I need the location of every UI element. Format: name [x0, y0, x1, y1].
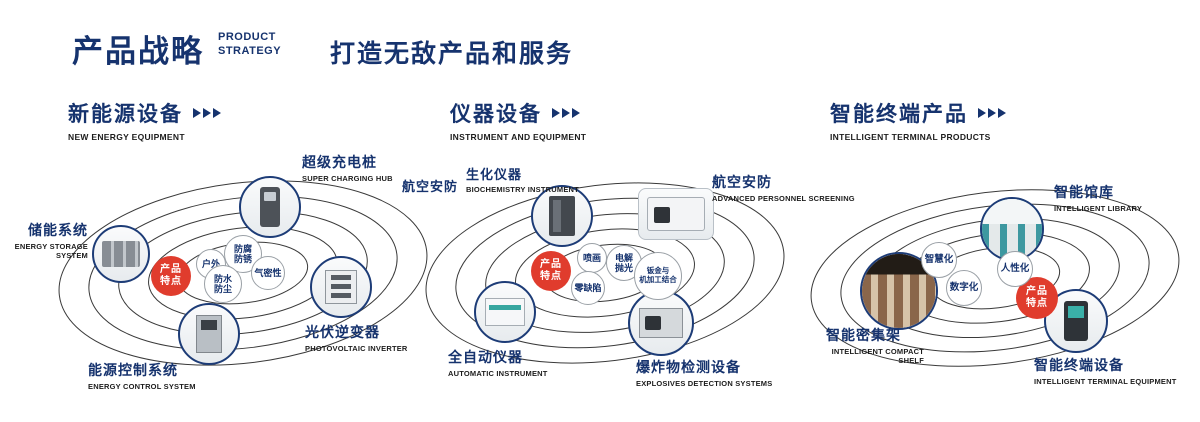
product-name: 储能系统	[28, 222, 88, 238]
subtitle-line-1: PRODUCT	[218, 31, 276, 43]
product-name-en: ADVANCED PERSONNEL SCREENING	[712, 194, 855, 203]
photo-biochemistry-instrument	[531, 185, 593, 247]
product-name: 全自动仪器	[448, 349, 523, 365]
terminal-kiosk-graphic	[1064, 301, 1088, 341]
storage-cabinet-graphic	[102, 241, 140, 267]
product-name-en: INTELLIGENT COMPACT SHELF	[831, 347, 924, 365]
explosives-detector-graphic	[639, 308, 683, 338]
photo-energy-storage-system	[92, 225, 150, 283]
product-name-en: ENERGY CONTROL SYSTEM	[88, 382, 196, 391]
label-intelligent-compact-shelf: 智能密集架 INTELLIGENT COMPACT SHELF	[826, 325, 924, 365]
page-title: 产品战略	[72, 34, 204, 69]
label-aviation-security-side: 航空安防	[402, 176, 458, 195]
photo-personnel-screening	[638, 188, 714, 240]
section-title-en: INSTRUMENT AND EQUIPMENT	[450, 132, 587, 142]
badge-product-features: 产品 特点	[531, 251, 571, 291]
charging-pile-graphic	[260, 187, 280, 227]
product-name-en: AUTOMATIC INSTRUMENT	[448, 369, 548, 378]
product-name-en: PHOTOVOLTAIC INVERTER	[305, 344, 408, 353]
product-name-en: ENERGY STORAGE SYSTEM	[14, 242, 88, 260]
photo-intelligent-compact-shelf	[860, 252, 938, 330]
label-photovoltaic-inverter: 光伏逆变器 PHOTOVOLTAIC INVERTER	[305, 322, 408, 353]
product-name: 航空安防	[712, 174, 772, 190]
automatic-instrument-graphic	[485, 298, 525, 326]
product-name: 超级充电桩	[302, 154, 377, 170]
product-name: 智能终端设备	[1034, 357, 1124, 373]
label-explosives-detection: 爆炸物检测设备 EXPLOSIVES DETECTION SYSTEMS	[636, 357, 772, 388]
orbit-rings-instrument	[425, 182, 785, 364]
product-name-en: EXPLOSIVES DETECTION SYSTEMS	[636, 379, 773, 388]
label-energy-storage-system: 储能系统 ENERGY STORAGE SYSTEM	[6, 220, 88, 260]
feature-bubble: 人性化	[997, 251, 1033, 287]
triple-chevron-icon	[552, 108, 580, 118]
feature-bubble: 零缺陷	[571, 271, 605, 305]
photo-automatic-instrument	[474, 281, 536, 343]
product-name: 爆炸物检测设备	[636, 359, 741, 375]
label-energy-control-system: 能源控制系统 ENERGY CONTROL SYSTEM	[88, 360, 196, 391]
control-cabinet-graphic	[196, 315, 222, 353]
section-heading-instrument: 仪器设备 INSTRUMENT AND EQUIPMENT	[450, 98, 586, 142]
photo-energy-control-system	[178, 303, 240, 365]
section-heading-intelligent: 智能终端产品 INTELLIGENT TERMINAL PRODUCTS	[830, 98, 1006, 142]
biochem-cabinet-graphic	[549, 196, 575, 236]
section-heading-new-energy: 新能源设备 NEW ENERGY EQUIPMENT	[68, 98, 221, 142]
product-name-en: BIOCHEMISTRY INSTRUMENT	[466, 185, 579, 194]
product-name: 生化仪器	[466, 167, 523, 182]
page-tagline: 打造无敌产品和服务	[330, 40, 574, 68]
product-name: 智能馆库	[1054, 184, 1114, 200]
screening-machine-graphic	[647, 197, 705, 231]
inverter-graphic	[325, 270, 357, 304]
product-name-en: INTELLIGENT LIBRARY	[1054, 204, 1143, 213]
product-name: 能源控制系统	[88, 362, 178, 378]
label-intelligent-library: 智能馆库 INTELLIGENT LIBRARY	[1054, 182, 1142, 213]
feature-bubble: 智慧化	[921, 242, 957, 278]
subtitle-line-2: STRATEGY	[218, 44, 282, 57]
page-header: 产品战略 PRODUCT STRATEGY	[72, 26, 281, 71]
photo-intelligent-library	[980, 197, 1044, 261]
library-room-graphic	[982, 199, 1042, 259]
label-aviation-security: 航空安防 ADVANCED PERSONNEL SCREENING	[712, 172, 855, 203]
feature-bubble: 钣金与 机加工结合	[634, 252, 682, 300]
photo-super-charging-hub	[239, 176, 301, 238]
feature-bubble: 喷画	[577, 243, 607, 273]
feature-bubble: 数字化	[946, 270, 982, 306]
label-super-charging-hub: 超级充电桩 SUPER CHARGING HUB	[302, 152, 393, 183]
product-name: 光伏逆变器	[305, 324, 380, 340]
triple-chevron-icon	[978, 108, 1006, 118]
product-name-en: INTELLIGENT TERMINAL EQUIPMENT	[1034, 377, 1177, 386]
section-title-en: INTELLIGENT TERMINAL PRODUCTS	[830, 132, 991, 142]
photo-photovoltaic-inverter	[310, 256, 372, 318]
section-title: 仪器设备	[450, 103, 542, 126]
feature-bubble: 防水 防尘	[204, 265, 242, 303]
section-title: 智能终端产品	[830, 103, 968, 126]
badge-product-features: 产品 特点	[151, 256, 191, 296]
label-biochemistry-instrument: 生化仪器 BIOCHEMISTRY INSTRUMENT	[466, 164, 579, 194]
section-title: 新能源设备	[68, 103, 183, 126]
feature-bubble: 气密性	[251, 256, 285, 290]
triple-chevron-icon	[193, 108, 221, 118]
product-name-en: SUPER CHARGING HUB	[302, 174, 393, 183]
section-title-en: NEW ENERGY EQUIPMENT	[68, 132, 185, 142]
photo-explosives-detection	[628, 290, 694, 356]
side-label: 航空安防	[402, 179, 459, 194]
label-intelligent-terminal-equipment: 智能终端设备 INTELLIGENT TERMINAL EQUIPMENT	[1034, 355, 1177, 386]
page-subtitle: PRODUCT STRATEGY	[218, 31, 281, 59]
label-automatic-instrument: 全自动仪器 AUTOMATIC INSTRUMENT	[448, 347, 548, 378]
product-name: 智能密集架	[826, 327, 901, 343]
